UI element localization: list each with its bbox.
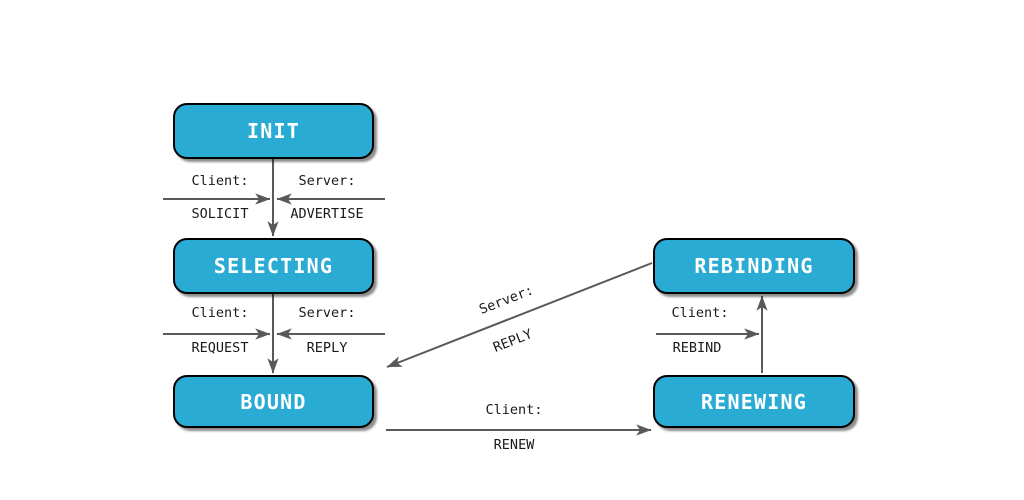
state-box-bound[interactable]: BOUND bbox=[173, 375, 374, 428]
edge-rebinding-to-bound bbox=[386, 262, 653, 368]
label-rebind-message: REBIND bbox=[672, 340, 722, 356]
state-label-init: INIT bbox=[247, 119, 300, 143]
state-box-rebinding[interactable]: REBINDING bbox=[653, 238, 855, 294]
label-solicit-message: SOLICIT bbox=[191, 206, 249, 222]
label-reply-role: Server: bbox=[298, 305, 356, 321]
label-advertise-message: ADVERTISE bbox=[290, 206, 364, 222]
label-request-message: REQUEST bbox=[191, 340, 249, 356]
state-box-selecting[interactable]: SELECTING bbox=[173, 238, 374, 294]
label-rebinding-reply-role: Server: bbox=[477, 282, 536, 318]
label-request-role: Client: bbox=[191, 305, 249, 321]
state-box-init[interactable]: INIT bbox=[173, 103, 374, 159]
state-label-bound: BOUND bbox=[240, 389, 307, 414]
state-box-renewing[interactable]: RENEWING bbox=[653, 375, 855, 428]
label-reply-message: REPLY bbox=[306, 340, 348, 356]
label-renew-message: RENEW bbox=[493, 437, 535, 453]
label-rebinding-reply-message: REPLY bbox=[491, 326, 535, 356]
state-label-selecting: SELECTING bbox=[213, 254, 334, 278]
label-renew-role: Client: bbox=[485, 402, 543, 418]
label-advertise-role: Server: bbox=[298, 173, 356, 189]
label-solicit-role: Client: bbox=[191, 173, 249, 189]
state-label-rebinding: REBINDING bbox=[694, 254, 814, 278]
label-rebind-role: Client: bbox=[671, 305, 729, 321]
state-label-renewing: RENEWING bbox=[701, 389, 807, 414]
